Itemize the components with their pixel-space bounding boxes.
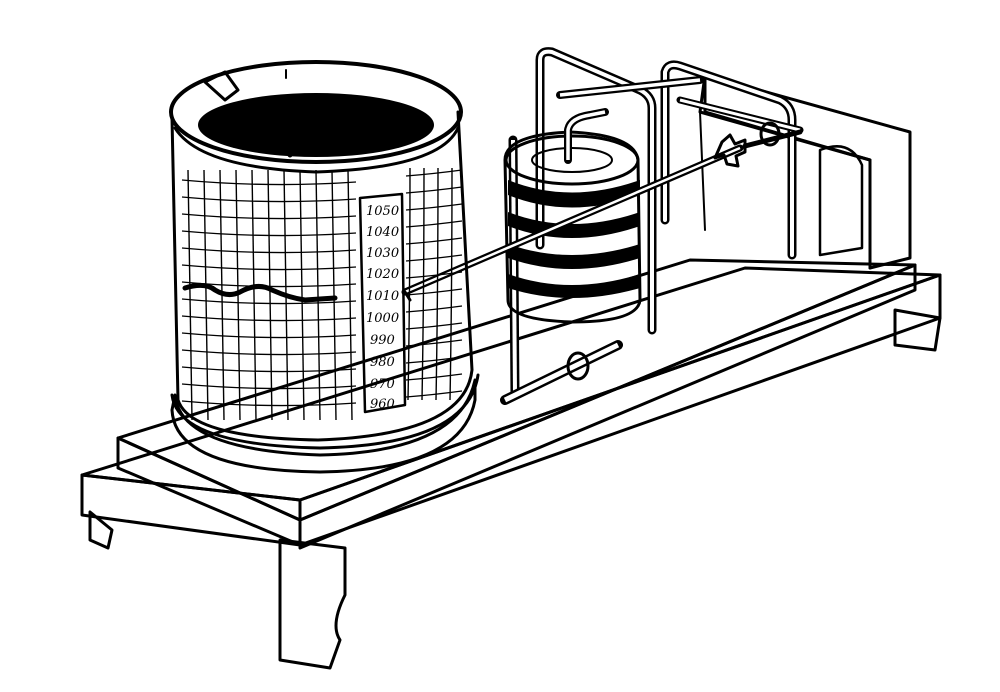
- adjuster-knob: [566, 351, 590, 381]
- scale-label: 980: [370, 355, 395, 370]
- drum-scale: 1050 1040 1030 1020 1010 1000 990 980 97…: [366, 204, 399, 412]
- pen-arm: [401, 121, 803, 302]
- mechanism-housing: [698, 73, 912, 270]
- scale-label: 1010: [366, 289, 399, 304]
- scale-label: 970: [370, 377, 395, 392]
- scale-label: 1050: [366, 204, 399, 219]
- recording-drum: [169, 60, 480, 474]
- aneroid-cell-stack: [503, 108, 642, 324]
- drum-knob: [243, 101, 273, 153]
- base-leg: [88, 510, 114, 550]
- base-leg: [893, 308, 942, 352]
- drum-knob: [274, 114, 306, 158]
- pressure-trace: [182, 282, 338, 303]
- scale-label: 1020: [366, 267, 399, 282]
- scale-label: 1030: [366, 246, 399, 261]
- scale-label: 960: [370, 397, 395, 412]
- scale-label: 1040: [366, 225, 399, 240]
- chart-paper-grid: [181, 167, 463, 421]
- scale-label: 990: [370, 333, 395, 348]
- base-leg: [278, 538, 347, 670]
- scale-label: 1000: [366, 311, 399, 326]
- base: [80, 258, 942, 670]
